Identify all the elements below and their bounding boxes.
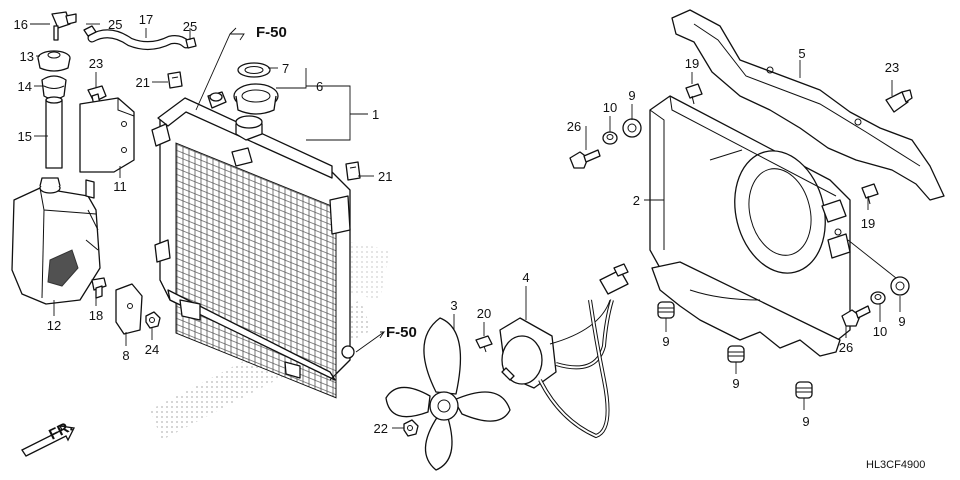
radiator bbox=[151, 91, 355, 399]
tank-pipe bbox=[45, 96, 63, 169]
callout-15: 15 bbox=[18, 129, 32, 144]
clip-nut-21b bbox=[345, 161, 361, 181]
callout-21-right: 21 bbox=[378, 169, 392, 184]
callout-11: 11 bbox=[113, 179, 127, 194]
bolt-26-right bbox=[841, 305, 871, 327]
hose-clip bbox=[83, 25, 197, 49]
callout-17: 17 bbox=[139, 12, 153, 27]
bolt-19-right bbox=[861, 183, 879, 205]
callout-22: 22 bbox=[374, 421, 388, 436]
siphon-hose bbox=[87, 29, 191, 50]
grommet-9-b bbox=[727, 345, 745, 363]
grommet-9-top bbox=[622, 118, 642, 138]
callout-23-left: 23 bbox=[89, 56, 103, 71]
filler-cap-14 bbox=[41, 75, 67, 100]
callout-14: 14 bbox=[18, 79, 32, 94]
callout-5: 5 bbox=[798, 46, 805, 61]
tank-stay bbox=[79, 97, 135, 173]
callout-19-top: 19 bbox=[685, 56, 699, 71]
nut-22 bbox=[403, 419, 419, 437]
bolt-26-top bbox=[569, 149, 601, 169]
fan-motor bbox=[499, 263, 629, 439]
cap-seal bbox=[237, 62, 271, 78]
grommet-9-c bbox=[795, 381, 813, 399]
radiator-cap bbox=[233, 83, 279, 115]
collar-10-right bbox=[870, 291, 886, 305]
reference-label-f50-top: F-50 bbox=[256, 24, 287, 41]
callout-6: 6 bbox=[316, 79, 323, 94]
reference-label-f50-bottom: F-50 bbox=[386, 324, 417, 341]
hose-fitting-16 bbox=[51, 11, 77, 41]
callout-8: 8 bbox=[122, 348, 129, 363]
callout-19-right: 19 bbox=[861, 216, 875, 231]
nut-24 bbox=[145, 311, 161, 329]
diagram-code: HL3CF4900 bbox=[866, 459, 925, 471]
bolt-19-top bbox=[685, 83, 703, 105]
tank-cap bbox=[37, 50, 71, 72]
callout-21-top: 21 bbox=[136, 75, 150, 90]
callout-2: 2 bbox=[633, 193, 640, 208]
fan-shroud bbox=[649, 95, 851, 357]
reserve-tank bbox=[11, 177, 101, 305]
callout-24: 24 bbox=[145, 342, 159, 357]
callout-9-a: 9 bbox=[662, 334, 669, 349]
callout-12: 12 bbox=[47, 318, 61, 333]
callout-10-right: 10 bbox=[873, 324, 887, 339]
clip-nut-21 bbox=[167, 71, 183, 89]
callout-9-right: 9 bbox=[898, 314, 905, 329]
callout-9-b: 9 bbox=[732, 376, 739, 391]
grommet-9-right bbox=[890, 276, 910, 296]
bolt-20 bbox=[475, 335, 493, 353]
callout-13: 13 bbox=[20, 49, 34, 64]
cooling-fan bbox=[385, 317, 511, 471]
front-direction-arrow: FR. bbox=[21, 418, 75, 457]
shroud-cover bbox=[671, 9, 945, 201]
bracket-8 bbox=[115, 283, 143, 335]
callout-3: 3 bbox=[450, 298, 457, 313]
callout-25-right: 25 bbox=[183, 19, 197, 34]
grommet-9-a bbox=[657, 301, 675, 319]
callout-16: 16 bbox=[14, 17, 28, 32]
callout-7: 7 bbox=[282, 61, 289, 76]
rivet-23-right bbox=[885, 89, 913, 113]
collar-10-top bbox=[602, 131, 618, 145]
callout-9-c: 9 bbox=[802, 414, 809, 429]
callout-23-right: 23 bbox=[885, 60, 899, 75]
callouts: 16 25 17 25 13 23 21 14 15 11 12 18 8 24… bbox=[14, 12, 906, 436]
callout-10-top: 10 bbox=[603, 100, 617, 115]
bolt-18 bbox=[91, 277, 107, 299]
callout-18: 18 bbox=[89, 308, 103, 323]
callout-4: 4 bbox=[522, 270, 529, 285]
callout-9-top: 9 bbox=[628, 88, 635, 103]
callout-26-right: 26 bbox=[839, 340, 853, 355]
callout-26-top: 26 bbox=[567, 119, 581, 134]
callout-1: 1 bbox=[372, 107, 379, 122]
callout-20: 20 bbox=[477, 306, 491, 321]
callout-25-left: 25 bbox=[108, 17, 122, 32]
leader-lines bbox=[30, 23, 901, 429]
